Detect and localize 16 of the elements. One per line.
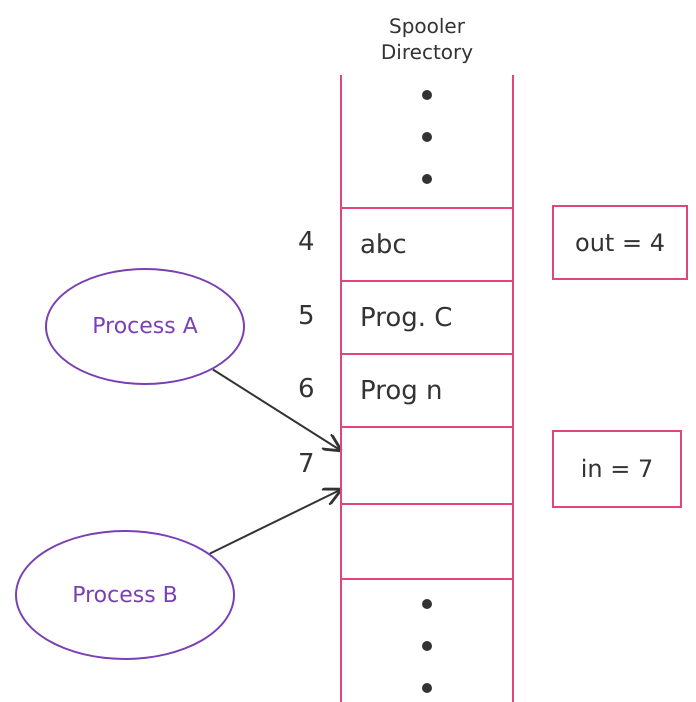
slot-entry: Prog n [360, 376, 442, 406]
variable-value: out = 4 [575, 228, 665, 256]
slot-number: 7 [298, 448, 315, 478]
directory-title: Spooler Directory [380, 13, 474, 65]
process-ellipse: Process A [45, 268, 245, 385]
process-ellipse: Process B [15, 530, 235, 660]
variable-box [552, 205, 688, 280]
slot-number: 6 [298, 374, 315, 404]
slot-number: 5 [298, 300, 315, 330]
variable-value: in = 7 [580, 455, 654, 483]
directory-slot [342, 207, 512, 282]
arrow [212, 368, 343, 452]
slot-number: 4 [298, 226, 315, 256]
slot-entry: Prog. C [360, 302, 452, 332]
variable-box [552, 430, 682, 508]
slot-entry: abc [360, 230, 407, 260]
